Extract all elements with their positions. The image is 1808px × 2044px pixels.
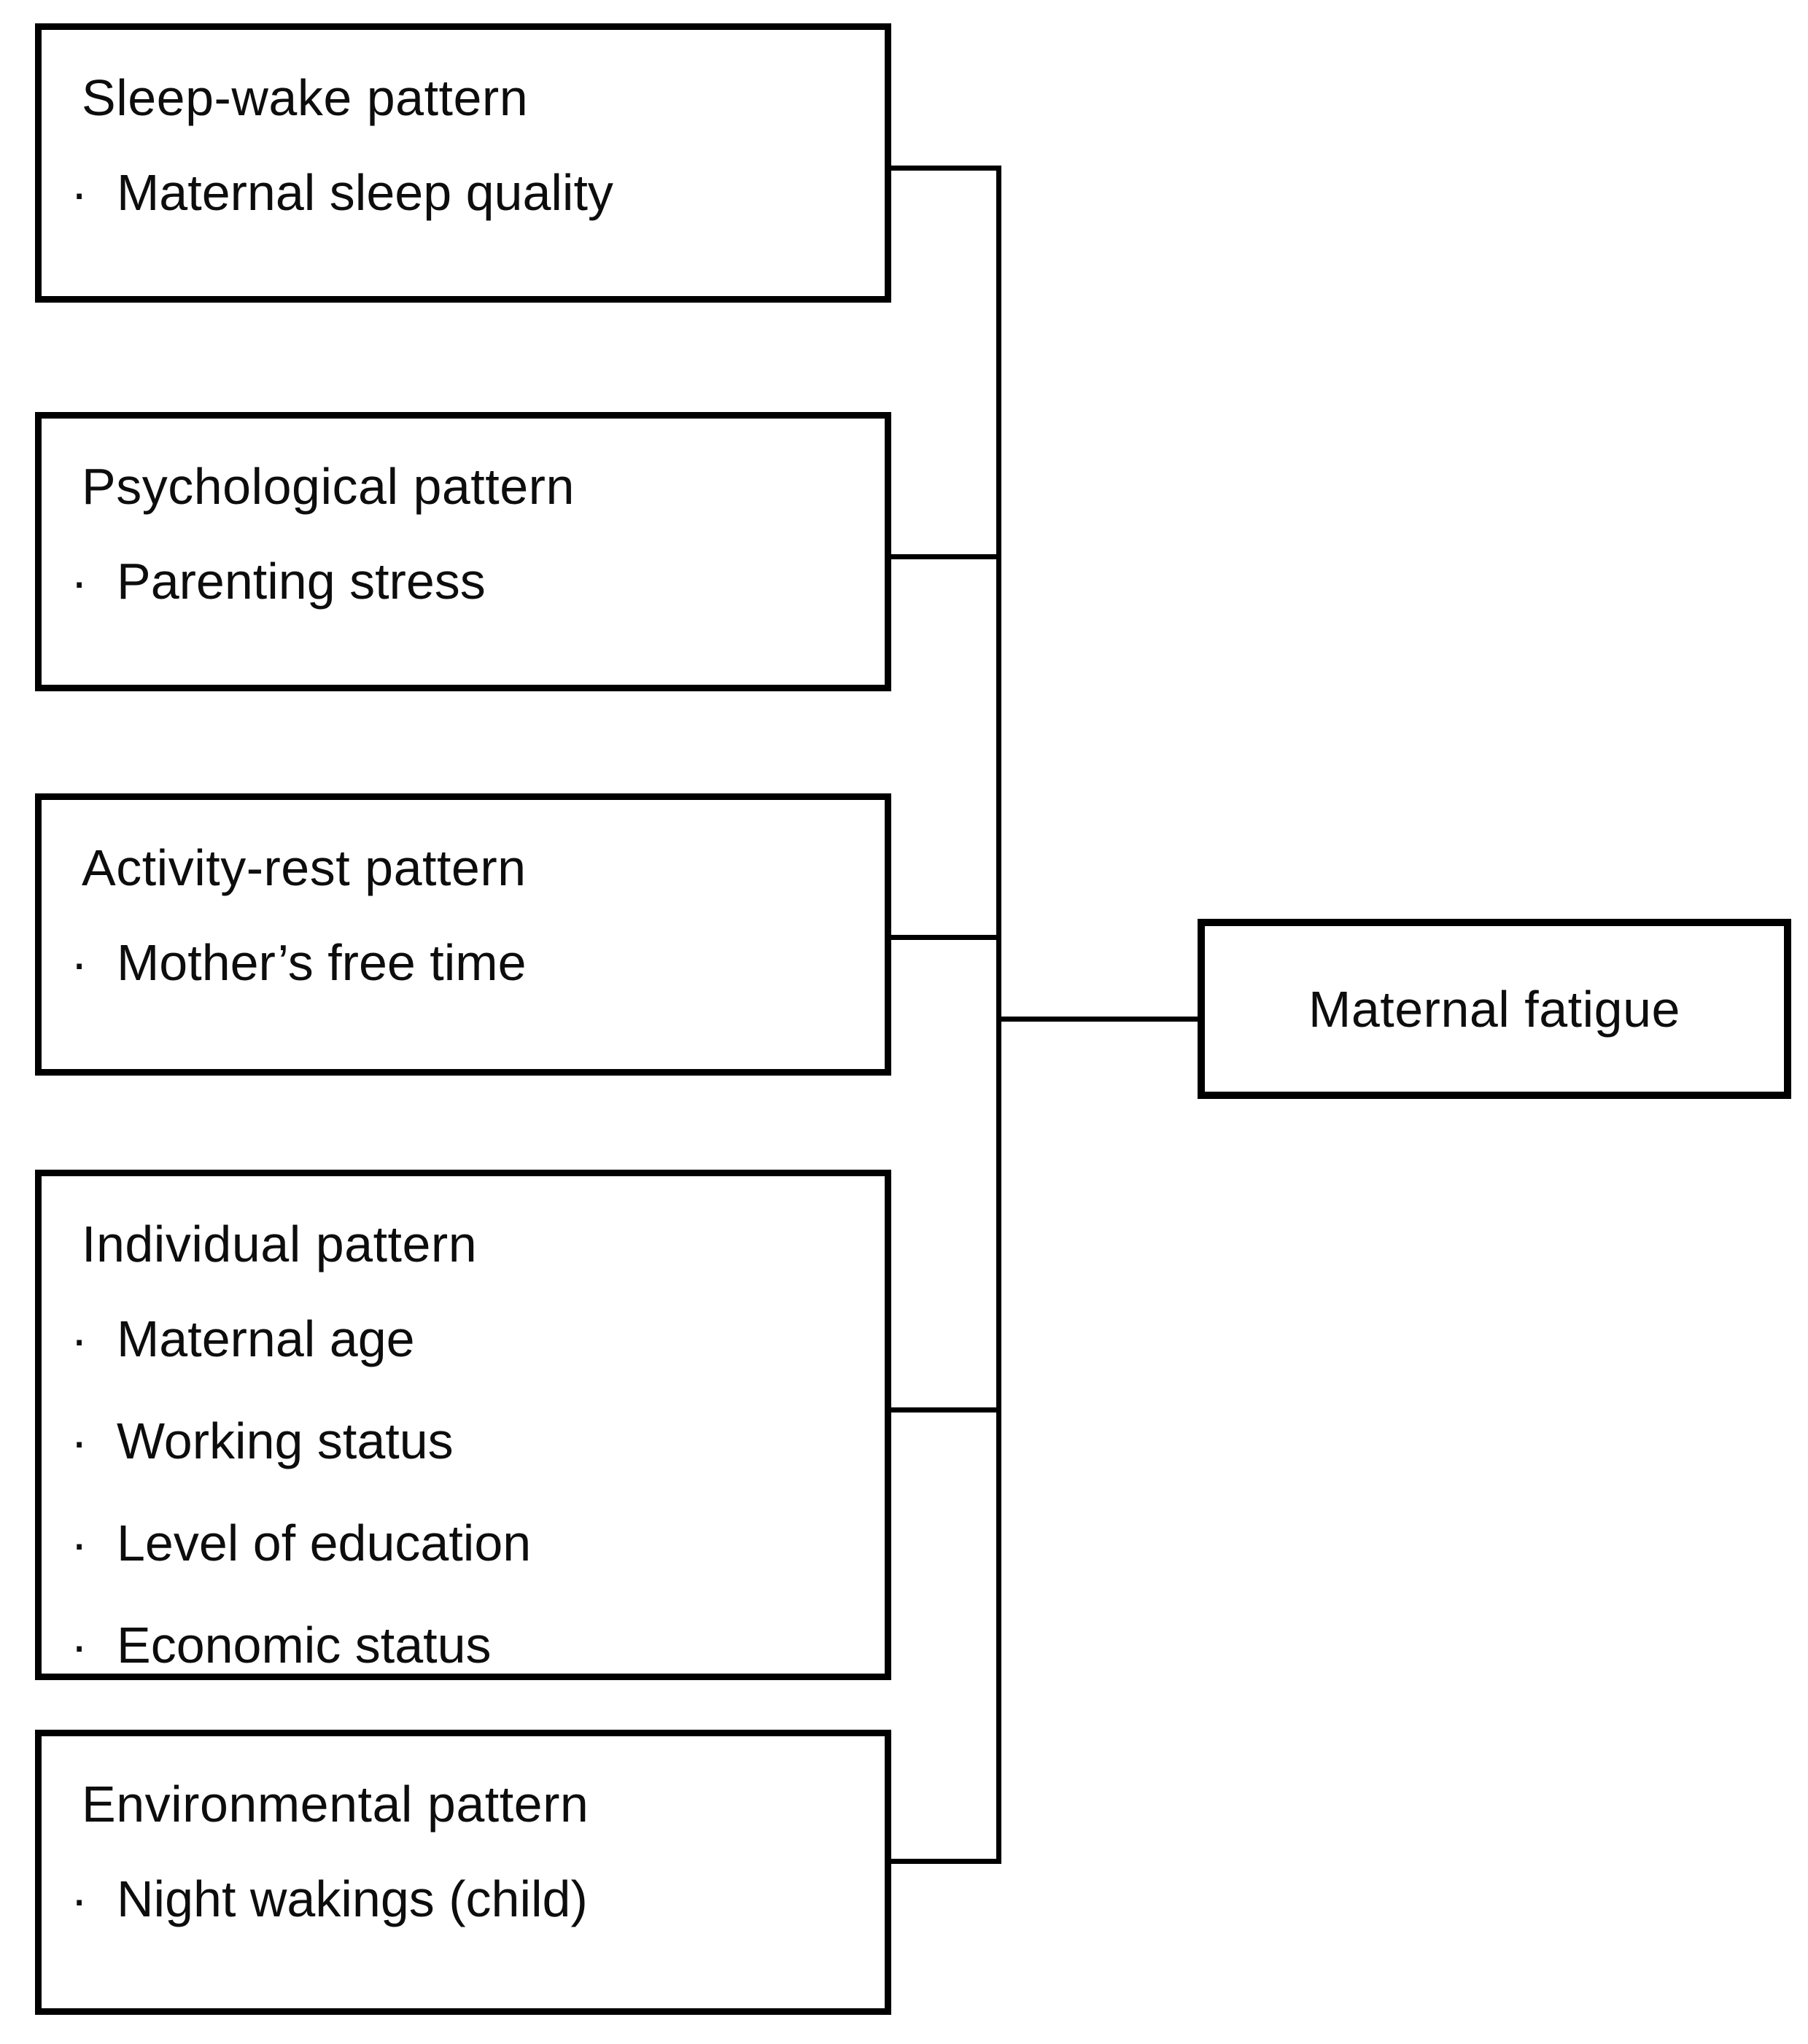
bullet-item: · Maternal age — [42, 1313, 870, 1364]
bullet-text: Maternal age — [117, 1310, 415, 1367]
outcome-box-maternal-fatigue: Maternal fatigue — [1198, 919, 1791, 1099]
bullet-dot-icon: · — [71, 934, 88, 991]
bullet-text: Maternal sleep quality — [117, 164, 613, 221]
bullet-text: Night wakings (child) — [117, 1870, 588, 1927]
bullet-text: Mother’s free time — [117, 934, 527, 991]
connector-line-psychological — [890, 554, 1001, 559]
connector-line-activity-rest — [890, 935, 1001, 940]
outcome-label: Maternal fatigue — [1308, 980, 1680, 1038]
bullet-dot-icon: · — [71, 553, 88, 610]
pattern-box-activity-rest: Activity-rest pattern · Mother’s free ti… — [35, 793, 891, 1076]
branch-line-to-outcome — [996, 1017, 1198, 1022]
connector-line-environmental — [890, 1859, 1001, 1864]
bullet-dot-icon: · — [71, 1617, 88, 1674]
bullet-text: Economic status — [117, 1617, 492, 1674]
bullet-text: Parenting stress — [117, 553, 486, 610]
trunk-line-vertical — [996, 166, 1001, 1864]
bullet-dot-icon: · — [71, 1515, 88, 1571]
box-title: Psychological pattern — [82, 458, 575, 515]
pattern-box-psychological: Psychological pattern · Parenting stress — [35, 412, 891, 691]
bullet-dot-icon: · — [71, 164, 88, 221]
bullet-item: · Parenting stress — [42, 556, 870, 607]
bullet-item: · Economic status — [42, 1620, 870, 1671]
bullet-item: · Night wakings (child) — [42, 1873, 870, 1924]
bullet-text: Level of education — [117, 1515, 532, 1571]
box-title: Sleep-wake pattern — [82, 69, 529, 126]
bullet-dot-icon: · — [71, 1870, 88, 1927]
bullet-item: · Maternal sleep quality — [42, 167, 870, 218]
bullet-text: Working status — [117, 1412, 454, 1469]
box-title: Environmental pattern — [82, 1776, 589, 1833]
connector-line-individual — [890, 1407, 1001, 1412]
pattern-box-sleep-wake: Sleep-wake pattern · Maternal sleep qual… — [35, 23, 891, 303]
bullet-dot-icon: · — [71, 1310, 88, 1367]
bullet-dot-icon: · — [71, 1412, 88, 1469]
bullet-item: · Working status — [42, 1415, 870, 1466]
connector-line-sleep-wake — [890, 166, 1001, 171]
bullet-item: · Mother’s free time — [42, 937, 870, 988]
bullet-item: · Level of education — [42, 1518, 870, 1569]
box-title: Activity-rest pattern — [82, 839, 527, 896]
box-title: Individual pattern — [82, 1216, 478, 1272]
pattern-box-environmental: Environmental pattern · Night wakings (c… — [35, 1730, 891, 2015]
pattern-box-individual: Individual pattern · Maternal age · Work… — [35, 1170, 891, 1680]
